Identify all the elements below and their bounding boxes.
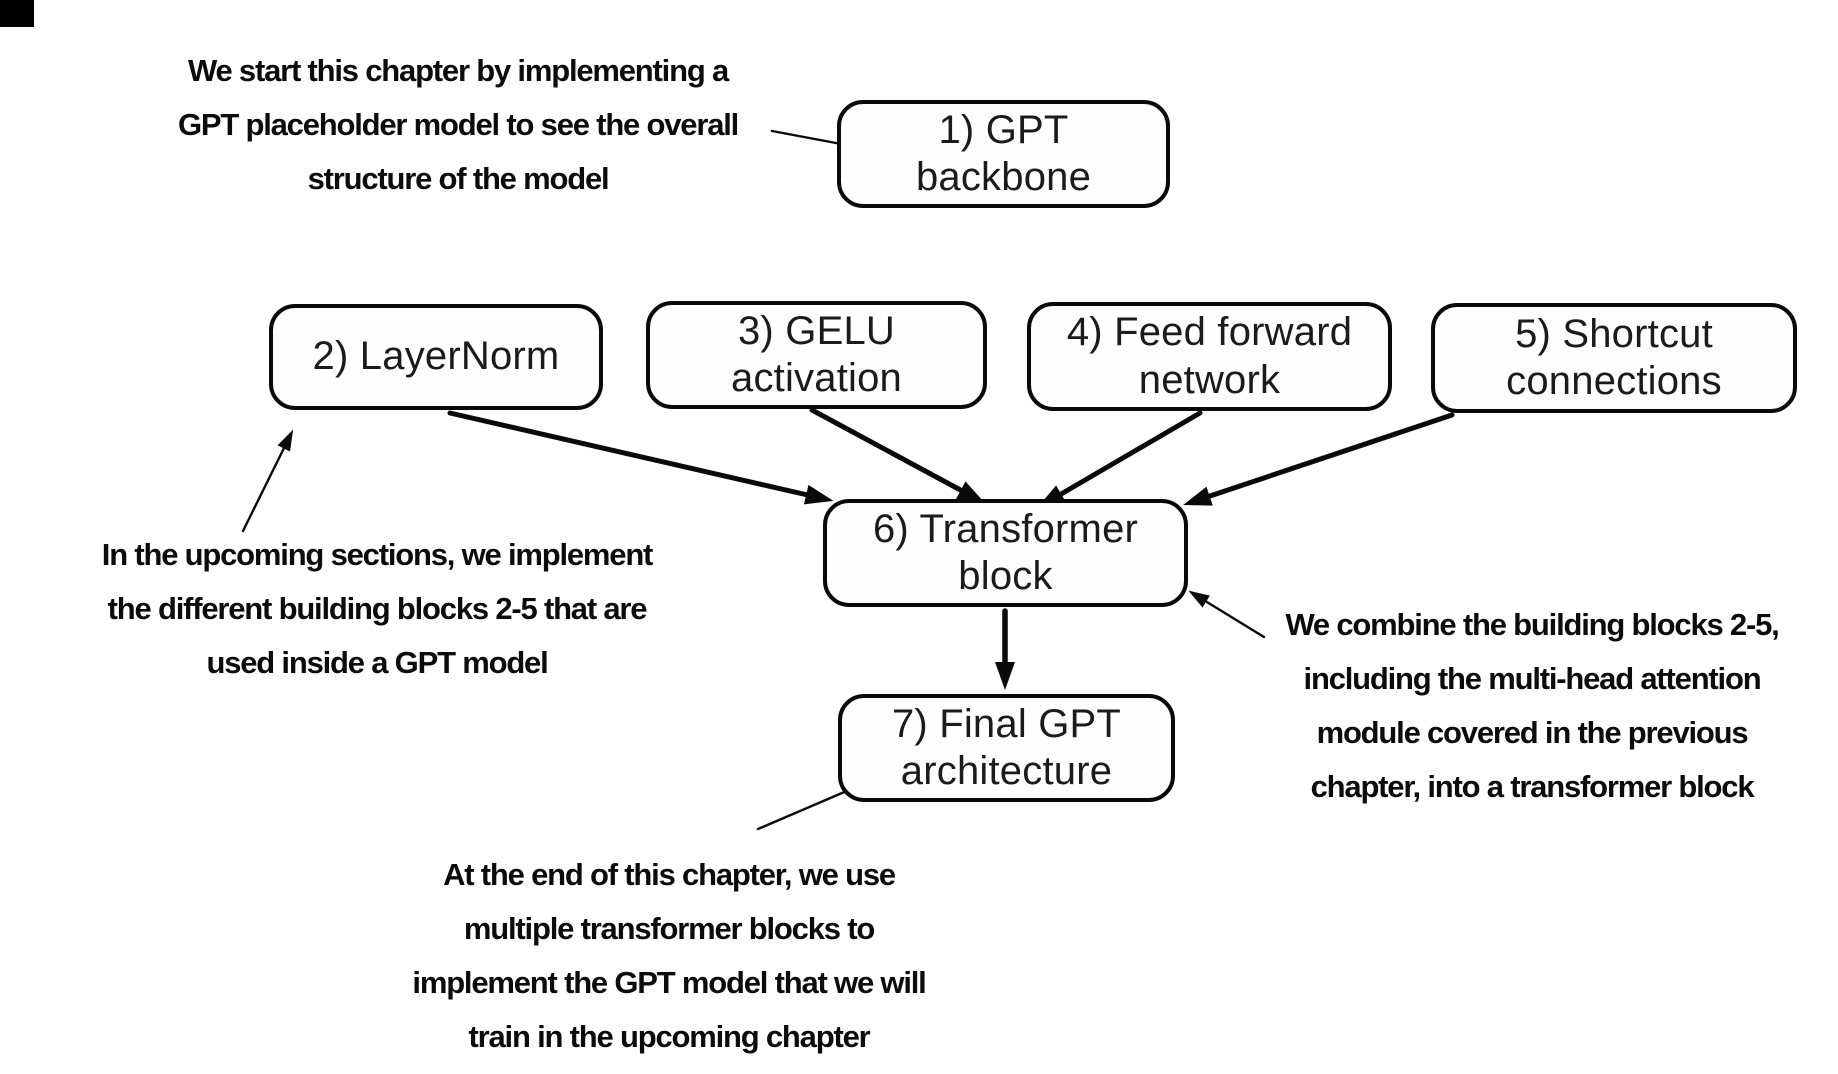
text-line: 5) Shortcut [1515, 311, 1713, 356]
text-line: used inside a GPT model [206, 645, 548, 680]
annotation-right: We combine the building blocks 2-5, inclu… [1202, 598, 1838, 814]
text-line: 6) Transformer [872, 506, 1139, 551]
corner-artifact [0, 0, 34, 27]
text-line: 2) LayerNorm [312, 334, 560, 379]
text-line: activation [731, 356, 902, 400]
annotation-top-left: We start this chapter by implementing a G… [118, 44, 798, 206]
text-line: train in the upcoming chapter [468, 1019, 871, 1054]
text-line: backbone [915, 155, 1092, 199]
text-line: architecture [900, 749, 1113, 793]
text-line: including the multi-head attention [1303, 661, 1762, 696]
text-line: At the end of this chapter, we use [443, 857, 896, 892]
text-line: network [1138, 357, 1281, 402]
text-line: multiple transformer blocks to [463, 911, 875, 946]
text-line: In the upcoming sections, we implement [101, 537, 654, 572]
arrow-annotation-to-layernorm [241, 429, 294, 533]
text-line: the different building blocks 2-5 that a… [107, 591, 648, 626]
text-line: We combine the building blocks 2-5, [1285, 607, 1779, 642]
annotation-left-middle: In the upcoming sections, we implement th… [57, 528, 697, 690]
text-line: block [958, 554, 1053, 598]
text-line: 4) Feed forward [1066, 310, 1353, 355]
arrow-annotation-to-transformer-block [1188, 590, 1266, 639]
text-line: module covered in the previous [1316, 715, 1749, 750]
text-line: implement the GPT model that we will [412, 965, 926, 1000]
text-line: GPT placeholder model to see the overall [177, 107, 739, 142]
arrow-layernorm-to-transformer-block [447, 410, 834, 505]
text-line: 3) GELU [737, 308, 895, 353]
arrow-annotation-to-final-gpt [756, 780, 871, 831]
text-line: 7) Final GPT [891, 701, 1122, 746]
box-layernorm: 2) LayerNorm [269, 304, 603, 410]
text-line: connections [1506, 359, 1722, 403]
arrow-feedforward-to-transformer-block [1036, 410, 1203, 509]
arrow-shortcut-to-transformer-block [1183, 412, 1455, 506]
text-line: structure of the model [307, 161, 610, 196]
text-line: chapter, into a transformer block [1310, 769, 1755, 804]
text-line: 1) GPT [938, 107, 1069, 152]
arrow-gelu-to-transformer-block [809, 407, 986, 504]
annotation-bottom: At the end of this chapter, we use multip… [349, 848, 989, 1064]
text-line: We start this chapter by implementing a [187, 53, 729, 88]
